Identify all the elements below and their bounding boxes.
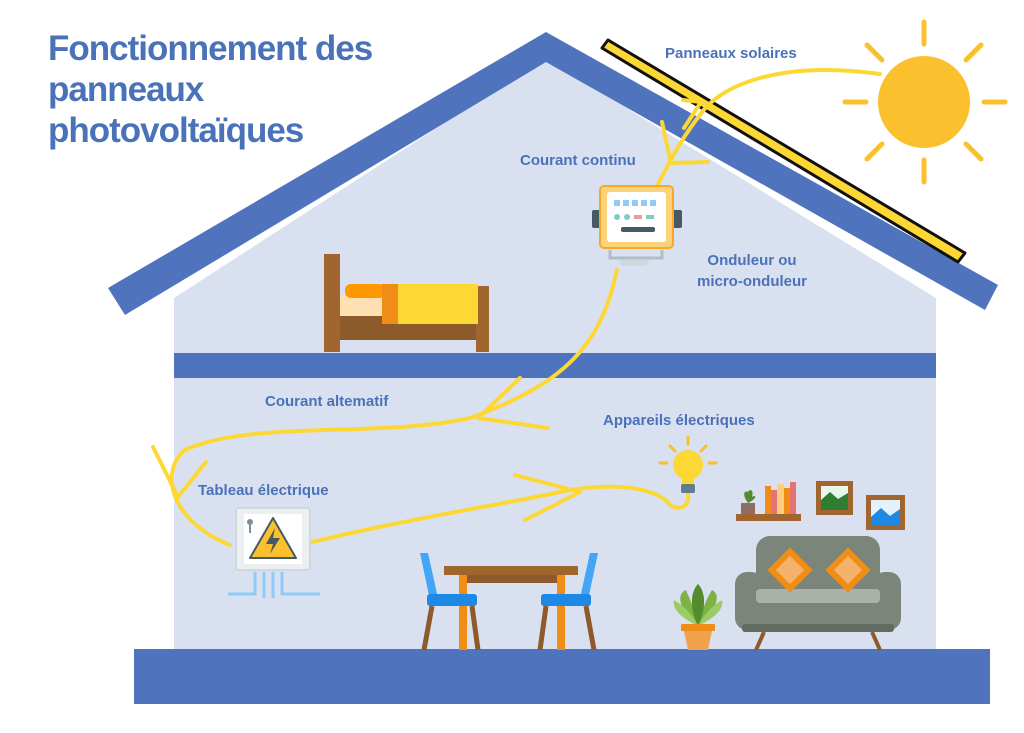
inverter-label-line1: Onduleur ou — [707, 252, 797, 269]
diagram-title: Fonctionnement des panneaux photovoltaïq… — [48, 29, 373, 150]
inverter-label-line2: micro-onduleur — [696, 273, 807, 290]
ground-floor — [134, 649, 990, 704]
shelf-icon — [736, 482, 801, 521]
electrical-panel-icon — [228, 507, 320, 598]
electrical-panel-label: Tableau électrique — [198, 482, 329, 499]
sofa-icon — [735, 536, 901, 651]
alternating-current-label: Courant altematif — [265, 393, 389, 410]
direct-current-label: Courant continu — [520, 152, 636, 169]
inverter-label: Onduleur ou micro-onduleur — [690, 250, 814, 292]
chair-icon — [420, 553, 598, 651]
picture-frame-icon — [816, 481, 905, 530]
inverter-icon — [592, 185, 682, 266]
solar-panel-icon — [600, 38, 967, 264]
electrical-devices-label: Appareils électriques — [603, 412, 755, 429]
light-bulb-icon — [658, 435, 718, 493]
bed-icon — [324, 254, 489, 352]
sun-icon — [842, 19, 1008, 185]
current-flow — [151, 68, 882, 547]
plant-icon — [673, 584, 723, 650]
solar-panels-label: Panneaux solaires — [665, 45, 797, 62]
table-icon — [444, 566, 578, 650]
